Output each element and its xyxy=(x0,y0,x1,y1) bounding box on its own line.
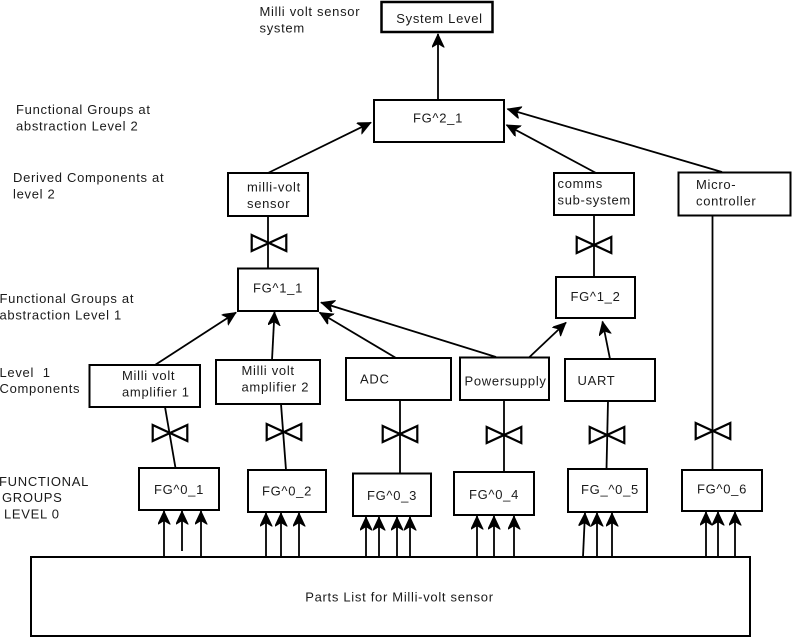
svg-text:FG_^0_5: FG_^0_5 xyxy=(581,482,639,497)
svg-text:LEVEL 0: LEVEL 0 xyxy=(4,507,60,522)
svg-text:FG^0_6: FG^0_6 xyxy=(697,482,747,497)
svg-text:Level 1: Level 1 xyxy=(0,365,51,380)
svg-text:FG^0_2: FG^0_2 xyxy=(262,484,312,499)
svg-text:FG^2_1: FG^2_1 xyxy=(413,111,463,126)
svg-text:amplifier 1: amplifier 1 xyxy=(122,385,190,400)
svg-text:Functional Groups at: Functional Groups at xyxy=(16,102,151,117)
svg-text:sub-system: sub-system xyxy=(558,193,631,208)
svg-text:UART: UART xyxy=(578,373,616,388)
svg-text:Powersupply: Powersupply xyxy=(465,374,547,389)
svg-text:Components: Components xyxy=(0,381,80,396)
svg-text:Micro-: Micro- xyxy=(696,177,736,192)
svg-text:abstraction Level 2: abstraction Level 2 xyxy=(16,119,138,134)
svg-text:level 2: level 2 xyxy=(13,187,55,202)
svg-text:sensor: sensor xyxy=(247,196,290,211)
svg-text:ADC: ADC xyxy=(360,372,390,387)
svg-text:comms: comms xyxy=(558,176,603,191)
svg-text:FG^0_4: FG^0_4 xyxy=(469,487,519,502)
svg-text:FG^0_3: FG^0_3 xyxy=(367,488,417,503)
svg-text:milli-volt: milli-volt xyxy=(247,180,301,195)
svg-text:FUNCTIONAL: FUNCTIONAL xyxy=(0,474,89,489)
svg-text:controller: controller xyxy=(696,194,756,209)
svg-text:Milli volt: Milli volt xyxy=(122,368,175,383)
svg-text:FG^1_2: FG^1_2 xyxy=(570,289,620,304)
svg-text:Derived Components at: Derived Components at xyxy=(13,170,164,185)
svg-text:System Level: System Level xyxy=(396,11,482,26)
svg-text:Milli volt sensor: Milli volt sensor xyxy=(260,4,361,19)
svg-text:abstraction Level 1: abstraction Level 1 xyxy=(0,308,122,323)
svg-text:amplifier 2: amplifier 2 xyxy=(242,380,310,395)
svg-text:FG^1_1: FG^1_1 xyxy=(253,281,303,296)
svg-text:FG^0_1: FG^0_1 xyxy=(154,482,204,497)
svg-text:system: system xyxy=(260,21,305,36)
svg-text:Parts List for Milli-volt sens: Parts List for Milli-volt sensor xyxy=(305,590,494,605)
svg-text:Functional Groups at: Functional Groups at xyxy=(0,291,134,306)
svg-text:Milli volt: Milli volt xyxy=(242,363,295,378)
svg-text:GROUPS: GROUPS xyxy=(2,490,63,505)
